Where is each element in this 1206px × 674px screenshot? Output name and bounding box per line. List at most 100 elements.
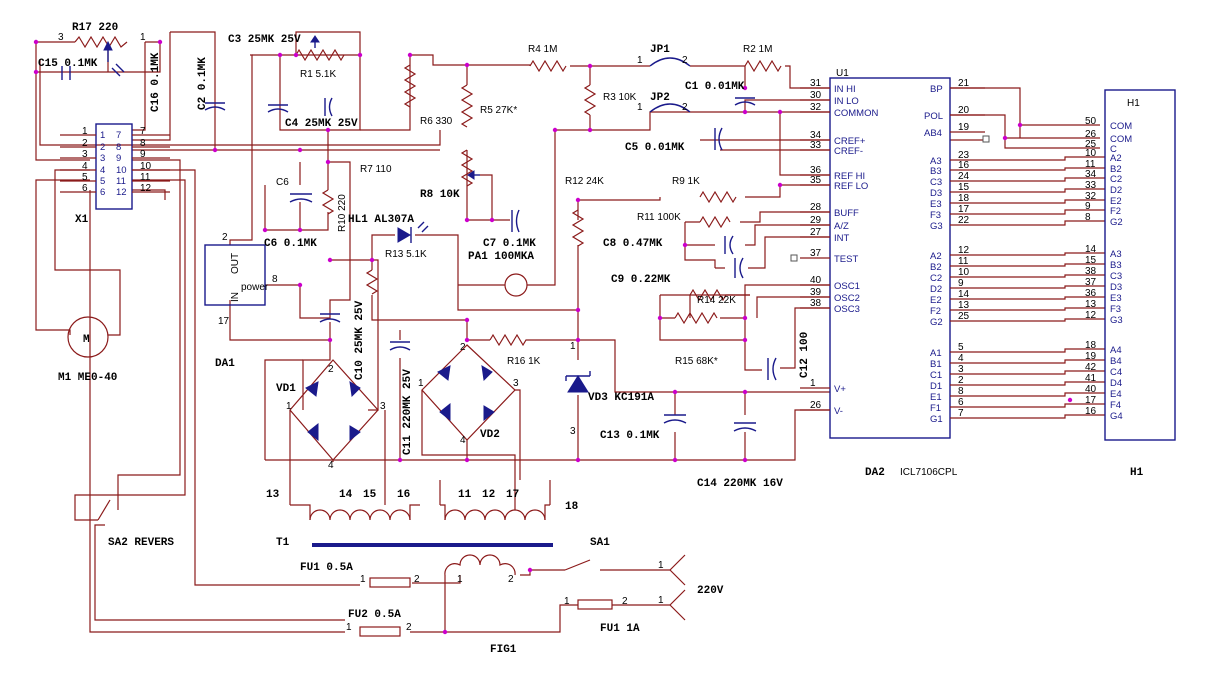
label-jp2-p1: 1	[637, 102, 643, 113]
display-pin-number: 11	[1085, 159, 1096, 170]
display-pin-number: 32	[1085, 191, 1097, 202]
display-pin-number: 41	[1085, 373, 1097, 384]
chip-right-pin-name: C1	[930, 370, 942, 381]
chip-right-pin-number: 14	[958, 289, 970, 300]
chip-left-pin-number: 1	[810, 378, 816, 389]
display-pin-number: 40	[1085, 384, 1097, 395]
chip-left-pin-name: V+	[834, 384, 846, 395]
c13-capacitor	[663, 414, 687, 424]
label-b2: 2	[328, 364, 334, 375]
display-pin-number: 33	[1085, 180, 1097, 191]
label-w14: 14	[339, 489, 353, 501]
vd3-zener	[567, 375, 589, 393]
chip-right-pin-name: E1	[930, 392, 942, 403]
r6-resistor	[403, 64, 417, 108]
label-jp1: JP1	[650, 44, 670, 56]
x1-outer-left-number: 2	[82, 138, 88, 149]
segment-wire	[985, 381, 1105, 386]
da1-in-label: IN	[230, 292, 241, 302]
chip-right-pin-number: 20	[958, 105, 970, 116]
display-pin-name: F2	[1110, 206, 1121, 217]
t1-transformer	[290, 504, 553, 576]
chip-left-pin-name: CREF-	[834, 146, 863, 157]
chip-u: U1	[836, 68, 849, 79]
label-jp1-p2: 2	[682, 55, 688, 66]
chip-left-pin-name: A/Z	[834, 221, 849, 232]
chip-left-pin-number: 28	[810, 202, 822, 213]
label-jp1-p1: 1	[637, 55, 643, 66]
label-r12: R12 24K	[565, 176, 604, 187]
chip-left-pin-number: 35	[810, 175, 822, 186]
fu2-fuse	[359, 626, 401, 637]
chip-left-pin-name: OSC2	[834, 293, 860, 304]
r11-resistor	[699, 215, 731, 229]
label-c2: C2 0.1MK	[197, 57, 209, 110]
x1-inner-left-number: 3	[100, 153, 105, 164]
chip-right-pin-number: 11	[958, 256, 969, 267]
x1-inner-left-number: 6	[100, 187, 105, 198]
da1-out-label: OUT	[230, 253, 241, 274]
r2-resistor	[744, 59, 782, 73]
vd2-bridge	[421, 344, 516, 441]
x1-outer-right-number: 12	[140, 183, 152, 194]
x1-outer-right-number: 9	[140, 149, 146, 160]
label-vd2: VD2	[480, 429, 500, 441]
label-r9: R9 1K	[672, 176, 700, 187]
display-pin-name: E2	[1110, 196, 1122, 207]
label-c9: C9 0.22MK	[611, 274, 671, 286]
chip-left-pin-name: IN HI	[834, 84, 856, 95]
r10-resistor	[321, 189, 335, 215]
chip-left-pin-name: OSC3	[834, 304, 860, 315]
chip-left-pin-number: 40	[810, 275, 822, 286]
chip-right-pin-number: 5	[958, 342, 964, 353]
label-plug2: 1	[658, 595, 664, 606]
label-r17-p1: 1	[140, 32, 146, 43]
segment-wire	[985, 370, 1105, 375]
segment-wire	[985, 263, 1105, 267]
label-c11: C11 220MK 25V	[402, 369, 414, 455]
label-vd3: VD3 KC191A	[588, 392, 654, 404]
label-fu1b-p2: 2	[622, 596, 628, 607]
x1-outer-right-number: 7	[140, 126, 146, 137]
sa1-switch	[564, 559, 591, 571]
label-r1: R1 5.1K	[300, 69, 336, 80]
chip-right-pin-number: 23	[958, 150, 970, 161]
chip-left-pin-number: 38	[810, 298, 822, 309]
segment-wire	[985, 199, 1105, 204]
r4-resistor	[529, 59, 567, 73]
display-pin-number: 36	[1085, 288, 1097, 299]
label-b21: 1	[418, 378, 424, 389]
chip-left-pin-name: IN LO	[834, 96, 859, 107]
chip-part: ICL7106CPL	[900, 467, 958, 478]
segment-wire	[985, 348, 1105, 353]
label-c3: C3 25MK 25V	[228, 34, 301, 46]
r3-resistor	[583, 84, 597, 116]
x1-inner-right-number: 8	[116, 142, 121, 153]
x1-outer-left-number: 1	[82, 126, 88, 137]
label-r11: R11 100K	[637, 212, 681, 223]
chip-right-pin-name: F1	[930, 403, 941, 414]
label-r4: R4 1M	[528, 44, 557, 55]
display-pin-name: A3	[1110, 249, 1122, 260]
display-pin-number: 18	[1085, 340, 1097, 351]
r14-resistor	[689, 288, 750, 302]
display-pin-number: 25	[1085, 139, 1097, 150]
chip-right-pin-name: A3	[930, 156, 942, 167]
r12-resistor	[571, 209, 585, 247]
chip-right-pin-number: 16	[958, 160, 970, 171]
label-r13: R13 5.1K	[385, 249, 427, 260]
label-fu1b-p1: 1	[564, 596, 570, 607]
chip-right-pin-number: 18	[958, 193, 970, 204]
label-b4: 4	[328, 460, 334, 471]
label-c1: C1 0.01MK	[685, 81, 745, 93]
wires	[35, 31, 1100, 633]
display-pin-name: D2	[1110, 185, 1122, 196]
chip-right-pin-number: 9	[958, 278, 964, 289]
x1-outer-left-number: 3	[82, 149, 88, 160]
chip-right-pin-name: E3	[930, 199, 942, 210]
chip-right-pin-number: 22	[958, 215, 970, 226]
r16-resistor	[489, 333, 530, 347]
da1-pin17: 17	[218, 316, 230, 327]
